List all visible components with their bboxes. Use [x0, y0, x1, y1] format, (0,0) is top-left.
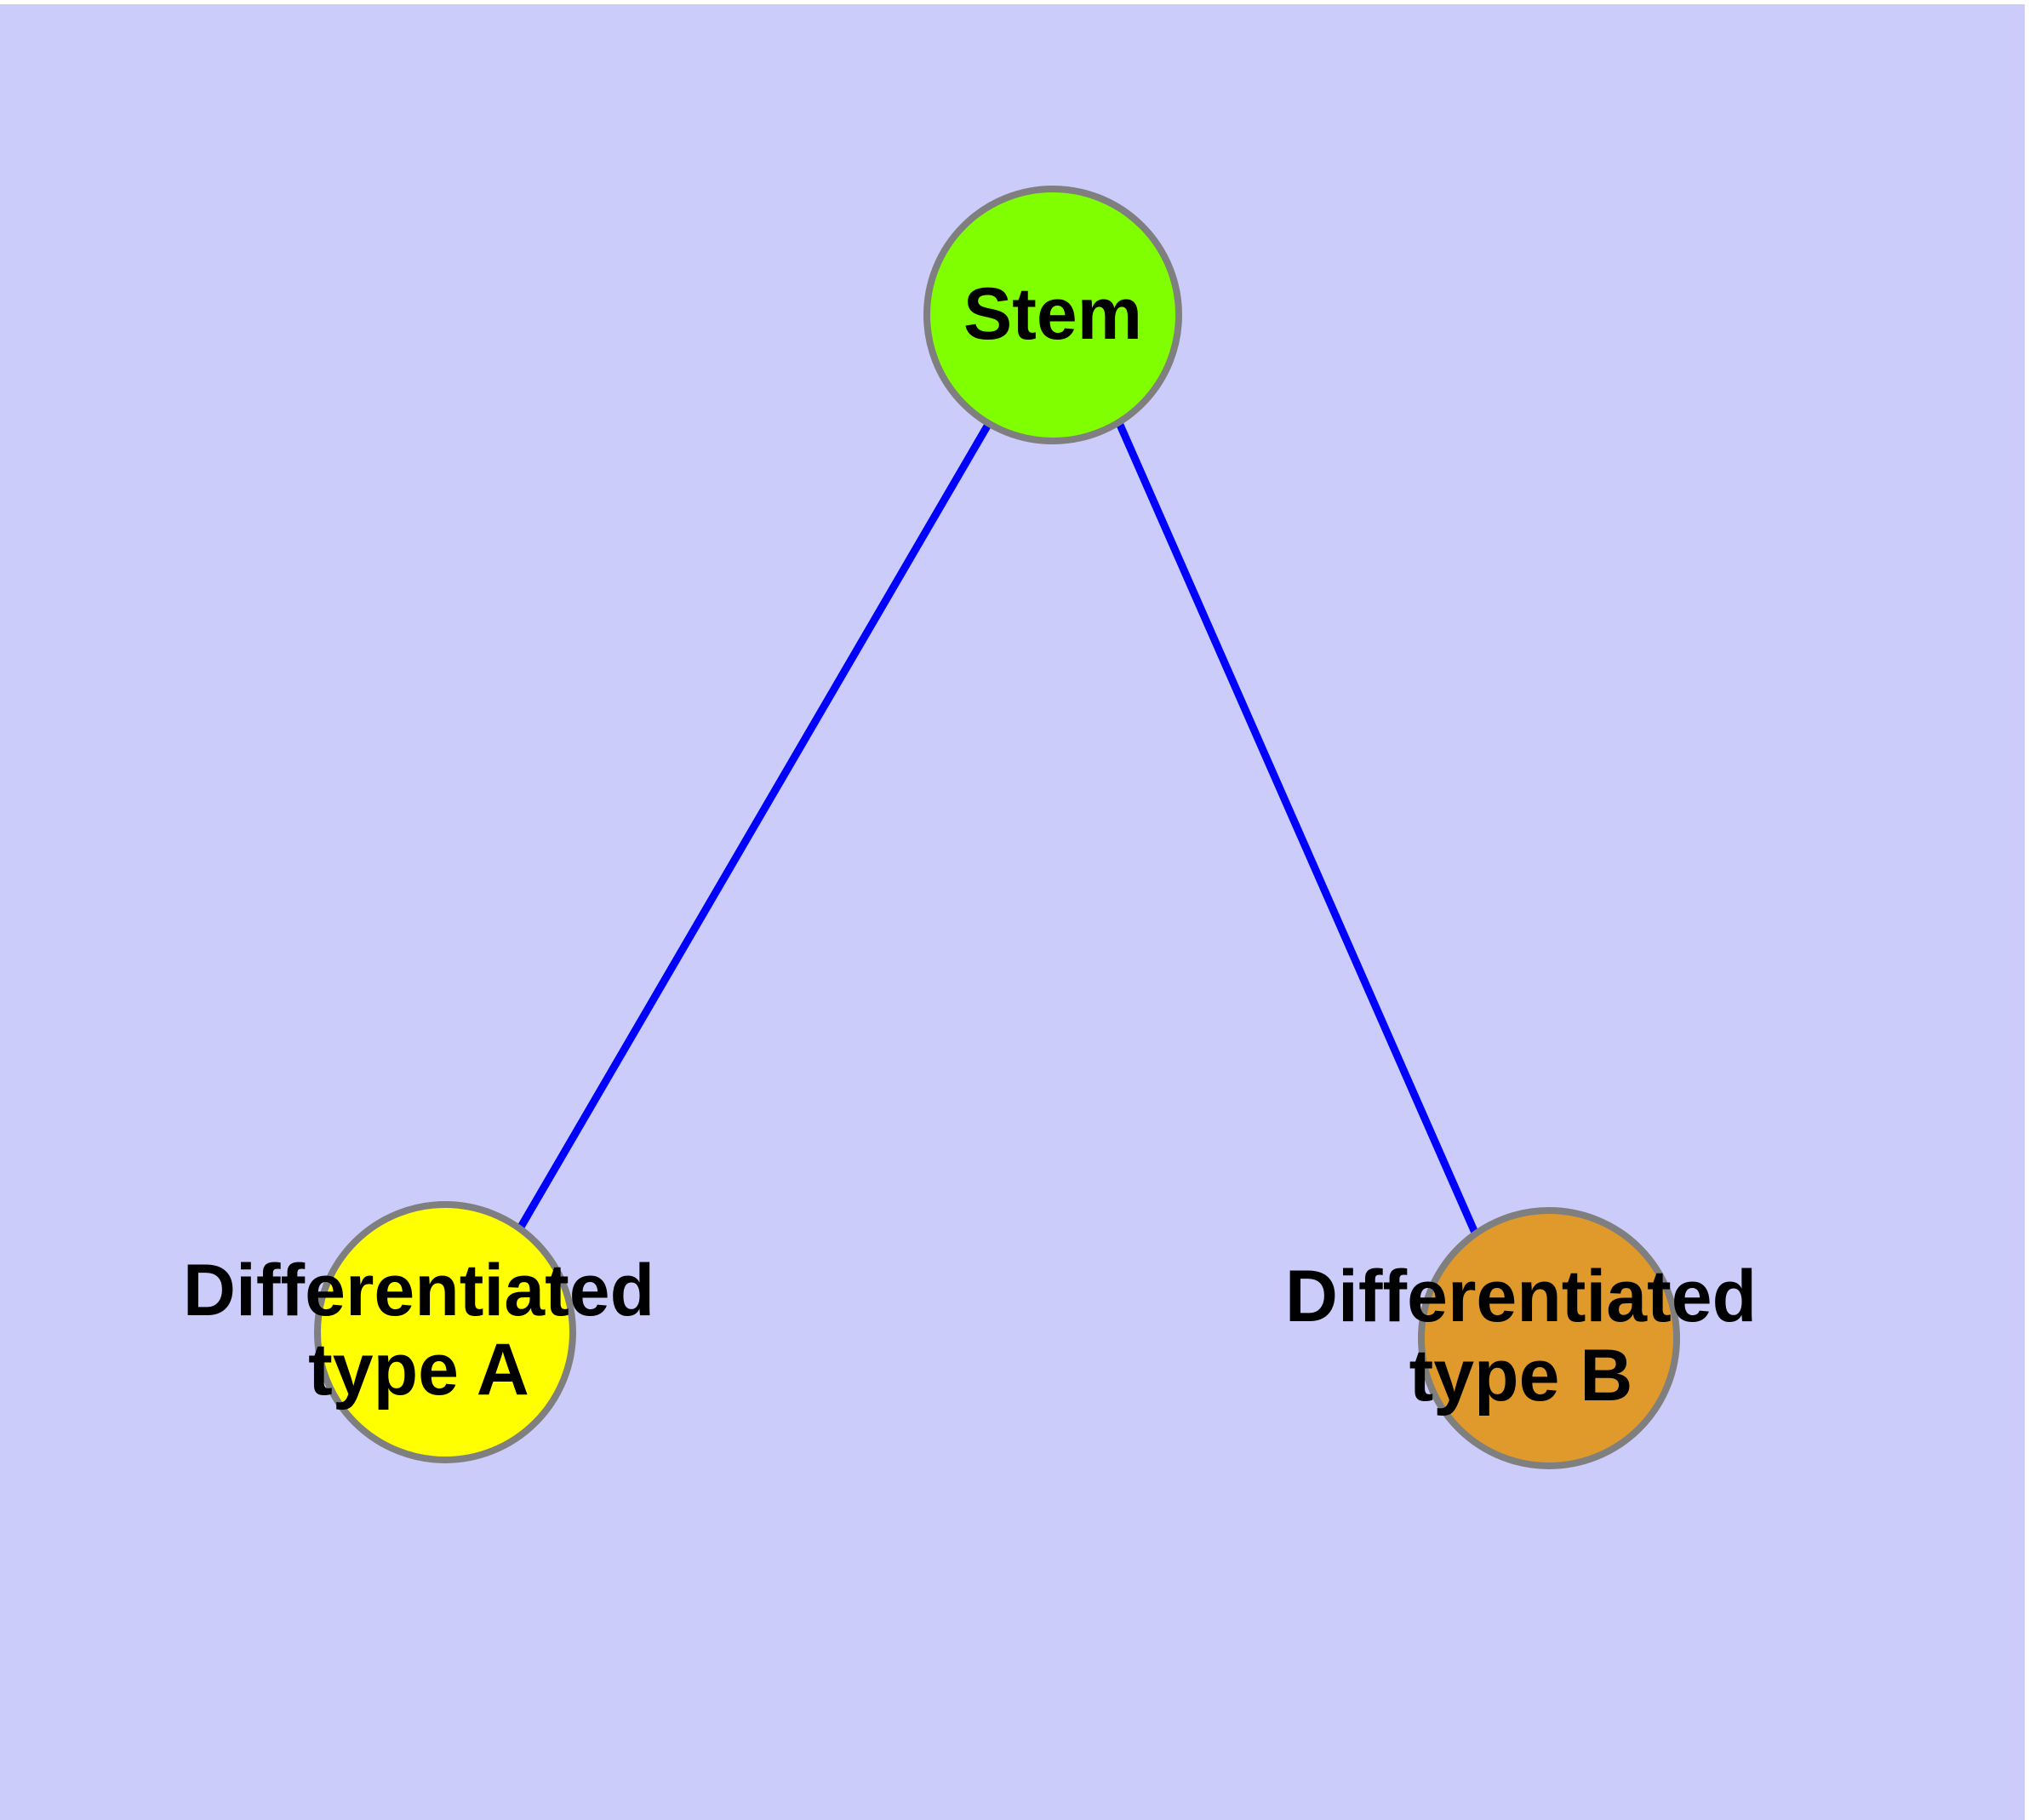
edge-stem-to-type-b — [1116, 423, 1479, 1234]
node-differentiated-type-b[interactable] — [1418, 1207, 1680, 1469]
node-stem[interactable] — [923, 186, 1182, 444]
edge-stem-to-type-a — [517, 421, 992, 1231]
nodes-group — [314, 186, 1680, 1469]
edges-group — [517, 421, 1479, 1234]
node-differentiated-type-a[interactable] — [314, 1201, 576, 1463]
